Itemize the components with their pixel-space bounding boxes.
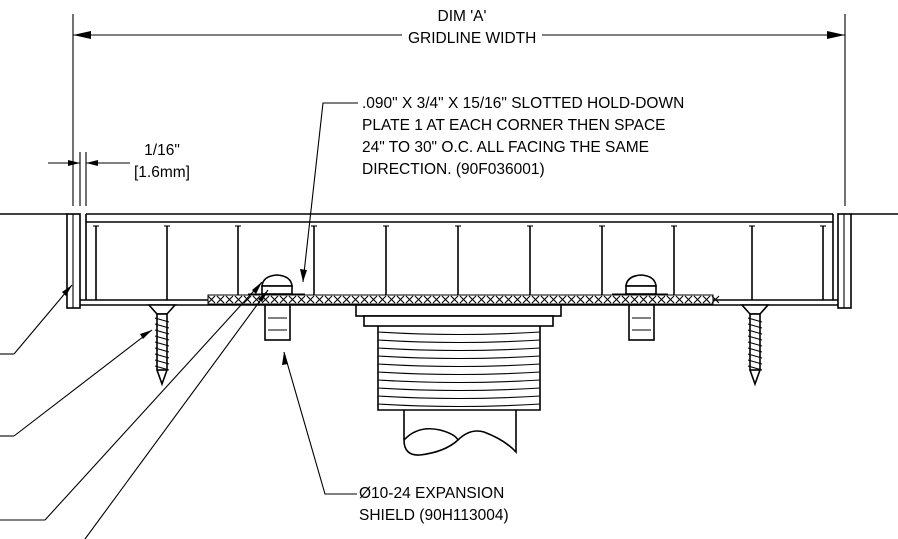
bearing-bar bbox=[383, 225, 389, 300]
bearing-bar bbox=[455, 225, 461, 300]
gasket-strip bbox=[207, 294, 720, 305]
bearing-bar bbox=[527, 225, 533, 300]
bearing-bar bbox=[235, 225, 241, 300]
bearing-bar bbox=[93, 225, 99, 300]
gap-label-line1: 1/16" bbox=[144, 142, 180, 159]
edge-trim-left bbox=[66, 213, 81, 309]
bearing-bar bbox=[749, 225, 755, 300]
dim-a-label: DIM 'A' GRIDLINE WIDTH bbox=[396, 6, 543, 50]
drain-body bbox=[355, 304, 562, 456]
hold-down-note-line3: 24" TO 30" O.C. ALL FACING THE SAME bbox=[362, 139, 649, 156]
hold-down-plate-note: .090" X 3/4" X 15/16" SLOTTED HOLD-DOWN … bbox=[362, 93, 684, 181]
dim-a-extension-lines bbox=[72, 14, 846, 206]
anchor-screw-left bbox=[147, 304, 177, 387]
bearing-bar bbox=[311, 225, 317, 300]
hold-down-note-line4: DIRECTION. (90F036001) bbox=[362, 161, 545, 178]
gap-label-line2: [1.6mm] bbox=[134, 164, 190, 181]
bearing-bar bbox=[599, 225, 605, 300]
expansion-shield-note: Ø10-24 EXPANSION SHIELD (90H113004) bbox=[359, 483, 509, 527]
anchor-screw-right bbox=[740, 304, 770, 387]
gap-dimension-label: 1/16" [1.6mm] bbox=[134, 140, 190, 184]
hold-down-note-line1: .090" X 3/4" X 15/16" SLOTTED HOLD-DOWN bbox=[362, 95, 685, 112]
hold-down-clip-right bbox=[612, 274, 668, 295]
grating-panel bbox=[80, 213, 838, 306]
bearing-bar bbox=[164, 225, 170, 300]
dim-a-label-line2: GRIDLINE WIDTH bbox=[402, 28, 543, 50]
leader-lines bbox=[0, 102, 358, 539]
expansion-shield-note-line1: Ø10-24 EXPANSION bbox=[359, 485, 505, 502]
gap-dimension bbox=[48, 152, 130, 206]
hold-down-note-line2: PLATE 1 AT EACH CORNER THEN SPACE bbox=[362, 117, 666, 134]
edge-trim-right bbox=[837, 213, 852, 309]
expansion-shield-note-line2: SHIELD (90H113004) bbox=[359, 507, 509, 524]
bearing-bar bbox=[820, 225, 826, 300]
dim-a-label-line1: DIM 'A' bbox=[437, 8, 487, 25]
hold-down-clip-left bbox=[248, 274, 305, 295]
bearing-bar bbox=[671, 225, 677, 300]
expansion-shield-left bbox=[264, 304, 291, 341]
expansion-shield-right bbox=[628, 304, 655, 341]
